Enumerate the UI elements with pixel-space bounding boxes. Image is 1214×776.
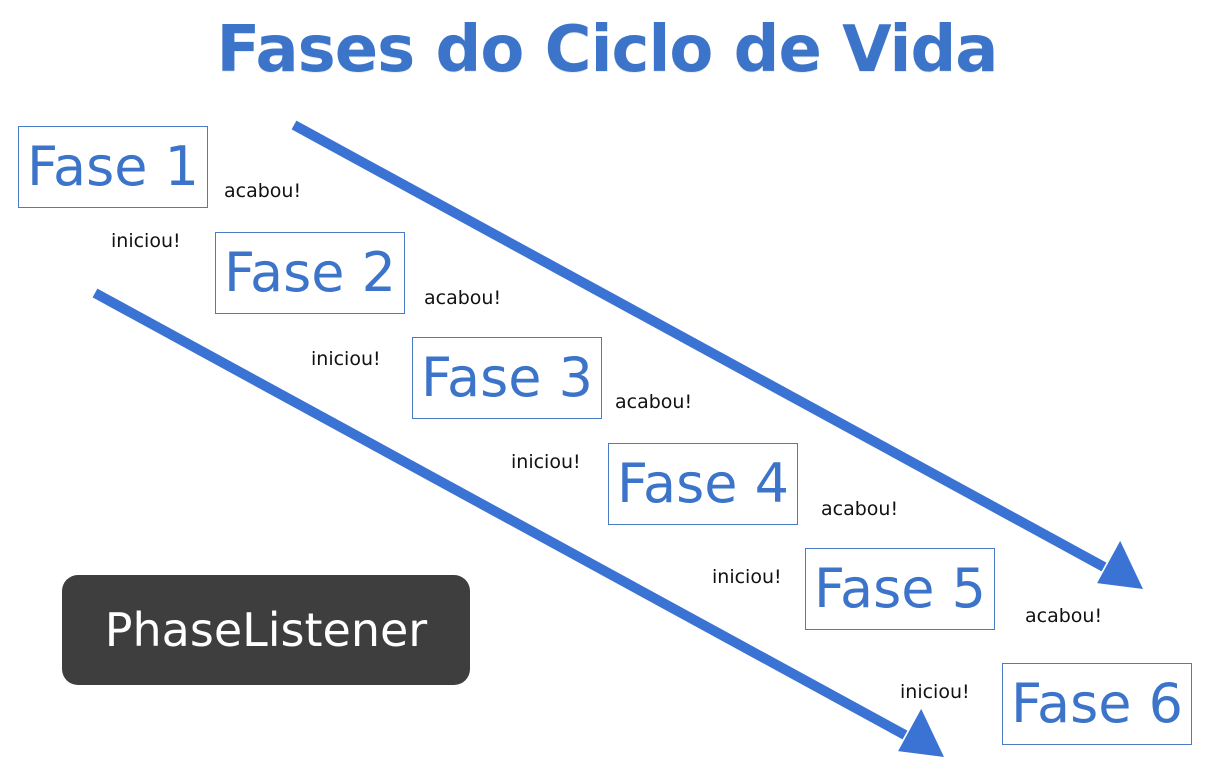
phase-2-started-label: iniciou! bbox=[111, 230, 181, 252]
phase-listener-badge: PhaseListener bbox=[62, 575, 470, 685]
phase-3-box: Fase 3 bbox=[412, 337, 602, 419]
phase-1-box: Fase 1 bbox=[18, 126, 208, 208]
phase-5-ended-label: acabou! bbox=[1025, 605, 1103, 627]
phase-6-box: Fase 6 bbox=[1002, 663, 1192, 745]
phase-5-started-label: iniciou! bbox=[712, 566, 782, 588]
phase-3-ended-label: acabou! bbox=[615, 391, 693, 413]
diagram-title: Fases do Ciclo de Vida bbox=[216, 13, 999, 87]
phase-1-ended-label: acabou! bbox=[224, 180, 302, 202]
lower-arrow bbox=[92, 288, 944, 757]
phase-3-started-label: iniciou! bbox=[311, 348, 381, 370]
phase-2-ended-label: acabou! bbox=[424, 287, 502, 309]
phase-4-ended-label: acabou! bbox=[821, 498, 899, 520]
upper-arrow bbox=[291, 120, 1143, 589]
phase-4-box: Fase 4 bbox=[608, 443, 798, 525]
phase-6-started-label: iniciou! bbox=[900, 681, 970, 703]
phase-5-box: Fase 5 bbox=[805, 548, 995, 630]
phase-2-box: Fase 2 bbox=[215, 232, 405, 314]
phase-4-started-label: iniciou! bbox=[511, 451, 581, 473]
